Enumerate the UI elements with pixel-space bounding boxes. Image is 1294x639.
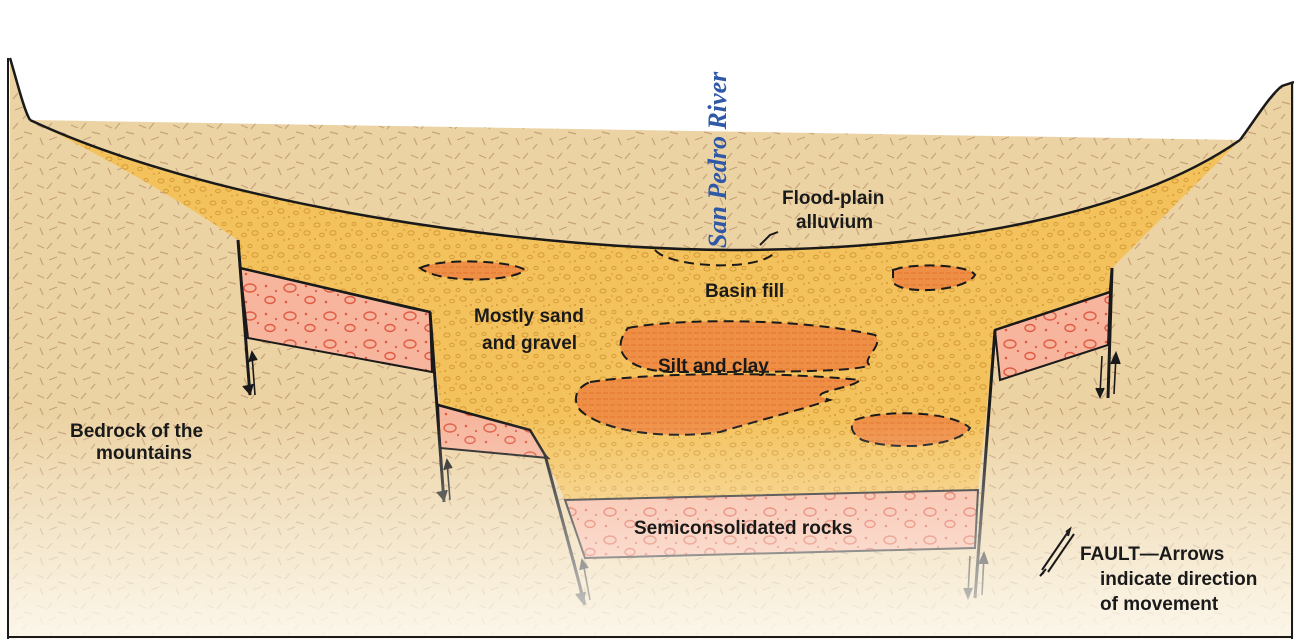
legend-label-line3: of movement [1100,594,1219,615]
sand-gravel-label-line1: Mostly sand [474,306,584,327]
bedrock-label-line1: Bedrock of the [70,421,203,442]
bedrock-label-line2: mountains [96,443,192,464]
basin-fill-label: Basin fill [705,281,784,302]
sand-gravel-label-line2: and gravel [482,333,577,354]
floodplain-label-line1: Flood-plain [782,188,884,209]
floodplain-label-line2: alluvium [796,212,873,233]
river-label: San Pedro River [703,71,732,248]
legend-label-line2: indicate direction [1100,569,1257,590]
semiconsolidated-label: Semiconsolidated rocks [634,518,853,539]
legend-label-line1: FAULT—Arrows [1080,544,1224,565]
silt-clay-label: Silt and clay [658,356,769,377]
